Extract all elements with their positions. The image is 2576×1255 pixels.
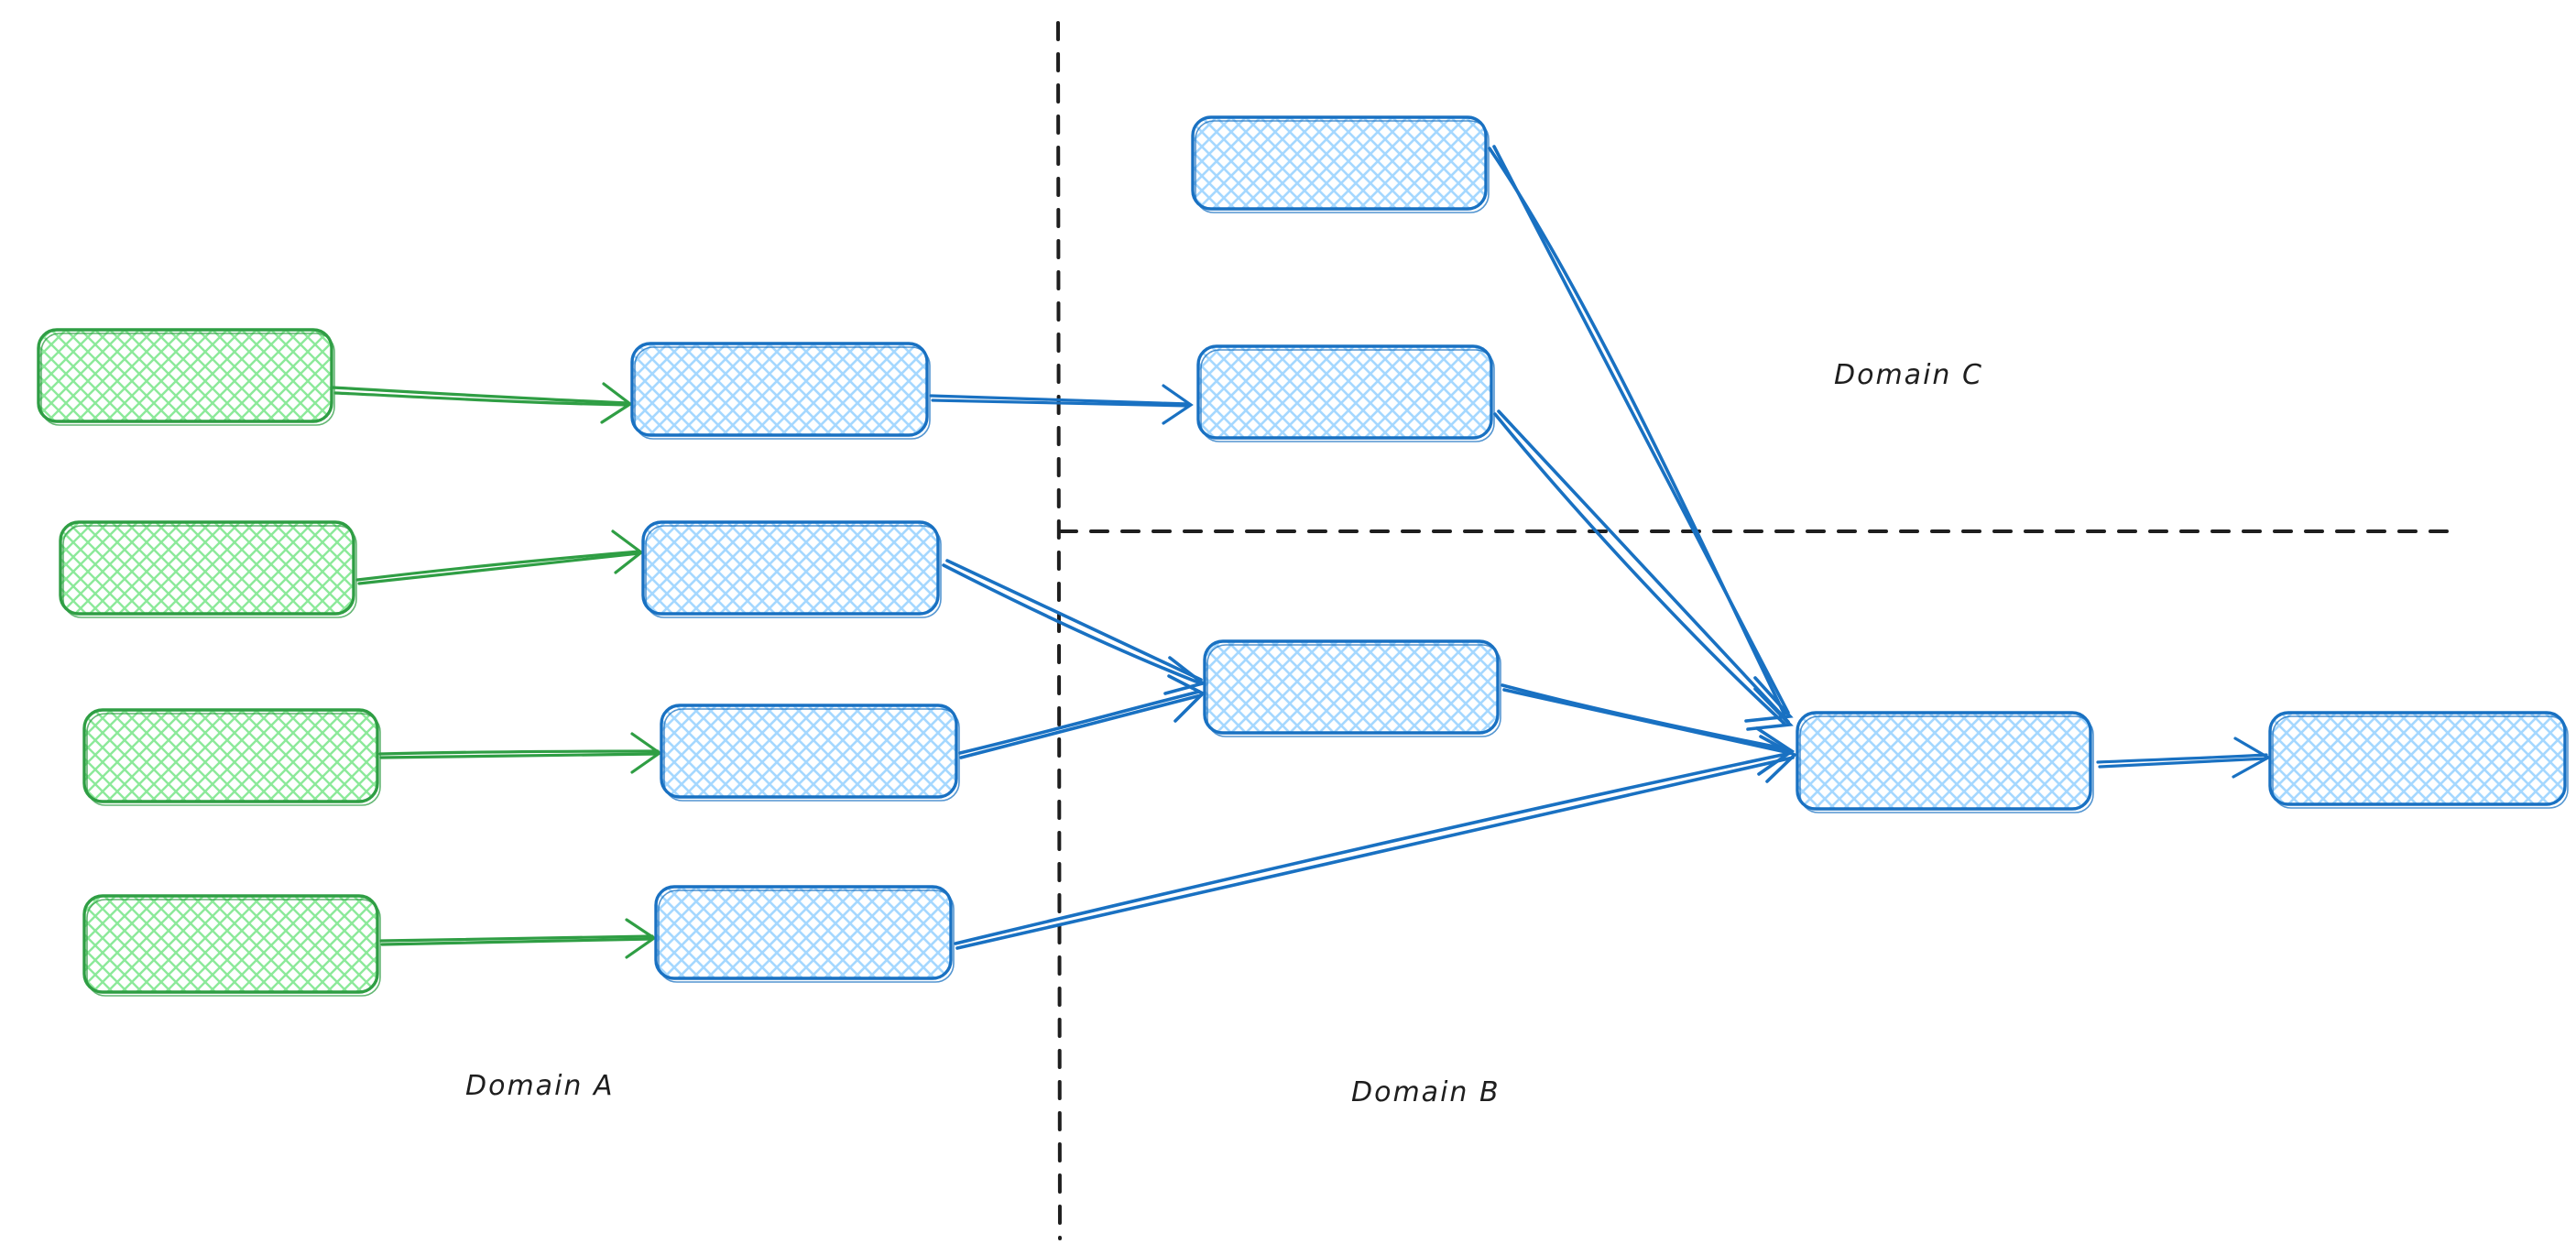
node-b3[interactable] <box>660 704 960 802</box>
node-b4[interactable] <box>654 885 955 983</box>
vertical-divider <box>1056 21 1062 1240</box>
label-domain-b: Domain B <box>1351 1076 1501 1108</box>
node-out[interactable] <box>2268 711 2569 809</box>
edge-a1-b1 <box>331 382 633 424</box>
node-a4[interactable] <box>82 894 381 997</box>
node-group <box>37 115 2569 997</box>
edge-b1-c2 <box>929 384 1194 425</box>
edge-a3-b3 <box>378 732 662 774</box>
divider-group <box>1056 21 2450 1240</box>
node-c1[interactable] <box>1191 115 1490 213</box>
edge-c2-hub <box>1493 409 1794 731</box>
label-domain-a: Domain A <box>465 1070 615 1102</box>
edge-group <box>331 145 2272 959</box>
node-a3[interactable] <box>82 708 381 806</box>
node-b1[interactable] <box>630 342 931 440</box>
label-domain-c: Domain C <box>1834 359 1983 391</box>
edge-hub-out <box>2096 737 2272 779</box>
edge-a2-b2 <box>355 529 644 585</box>
node-hub[interactable] <box>1796 711 2094 813</box>
node-a2[interactable] <box>59 520 357 618</box>
node-d1[interactable] <box>1203 639 1501 737</box>
edge-a4-b4 <box>379 918 657 959</box>
node-a1[interactable] <box>37 328 335 426</box>
node-c2[interactable] <box>1196 344 1495 442</box>
edge-d1-hub <box>1501 683 1796 776</box>
edge-b4-hub <box>954 735 1798 950</box>
edge-c1-hub <box>1488 145 1794 723</box>
edge-b2-d1 <box>942 559 1206 695</box>
edge-b3-d1 <box>958 674 1206 759</box>
node-b2[interactable] <box>641 520 942 618</box>
